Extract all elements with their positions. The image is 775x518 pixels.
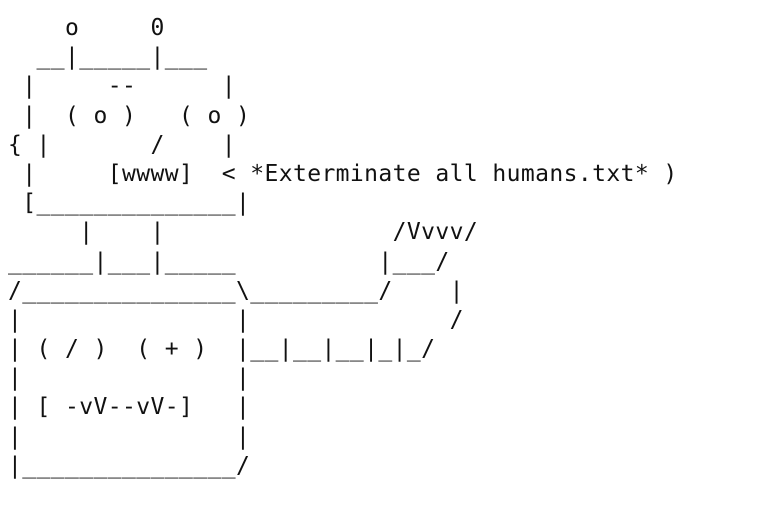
art-line-body-dials-arm: | ( / ) ( + ) |__|__|__|_|_/: [8, 336, 436, 363]
art-line-body-bottom: |_______________/: [8, 452, 251, 479]
art-line-eyes: | ( o ) ( o ): [8, 102, 251, 129]
art-line-body-grill: | [ -vV--vV-] |: [8, 394, 251, 421]
art-line-body-blank-1: | |: [8, 365, 251, 392]
art-line-body-arm-bend: | | /: [8, 306, 464, 333]
art-line-antennae: o 0: [8, 15, 165, 41]
art-line-head-bottom: [______________|: [8, 190, 251, 217]
ascii-robot-art: o 0 __|_____|___ | -- | | ( o ) ( o ){ |…: [8, 14, 678, 481]
art-line-shoulders: ______|___|_____ |___/: [8, 248, 450, 275]
art-line-neck: | | /Vvvv/: [8, 219, 479, 246]
art-line-body-top-arm: /_______________\_________/ |: [8, 277, 464, 304]
art-line-brow: | -- |: [8, 73, 236, 100]
art-line-nose: { | / |: [8, 131, 236, 158]
art-line-body-blank-2: | |: [8, 423, 251, 450]
art-line-head-top: __|_____|___: [8, 44, 208, 71]
art-line-mouth-speech: | [wwww] < *Exterminate all humans.txt* …: [8, 160, 678, 187]
